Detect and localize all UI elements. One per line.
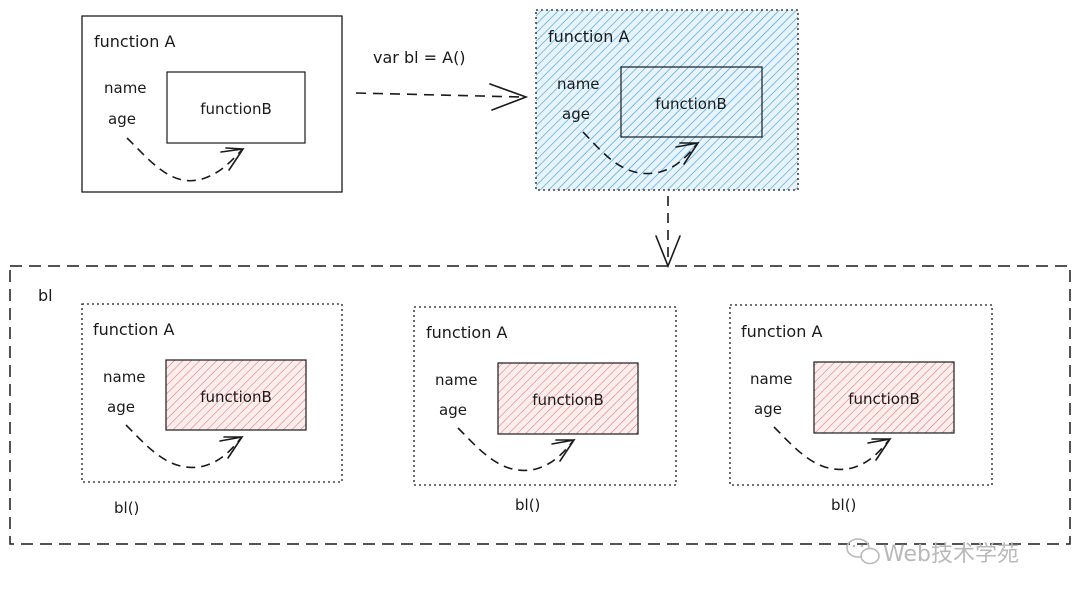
instance-inner-function-label: functionB xyxy=(532,391,604,409)
instance-scope-arrowhead xyxy=(219,435,244,459)
instance-frame xyxy=(729,304,993,486)
source-var-name: name xyxy=(104,79,147,97)
instantiate-connector xyxy=(655,196,681,269)
instance-scope-arrow xyxy=(125,424,242,469)
returned-inner-function-label: functionB xyxy=(655,95,727,113)
source-inner-function-label: functionB xyxy=(200,100,272,118)
instance-var-name: name xyxy=(103,368,146,386)
wechat-icon xyxy=(846,538,880,565)
source-function-box: function A name age functionB xyxy=(81,15,343,193)
returned-scope-arrow xyxy=(582,131,698,175)
instance-scope-arrow xyxy=(773,426,890,471)
instance-inner-function-box xyxy=(165,359,307,431)
instance-frame xyxy=(413,306,677,486)
assignment-arrow-line xyxy=(355,92,523,98)
instance-var-age: age xyxy=(439,401,467,419)
source-scope-arrowhead xyxy=(220,147,245,171)
returned-function-title: function A xyxy=(548,27,629,46)
instance-inner-function-box xyxy=(813,361,955,434)
assignment-label: var bl = A() xyxy=(373,48,466,67)
instance-1: function A name age functionB bl() xyxy=(81,303,343,517)
returned-inner-function-box xyxy=(620,66,763,138)
instance-3: function A name age functionB bl() xyxy=(729,304,993,514)
returned-function-box: function A name age functionB xyxy=(535,9,799,191)
bl-container-label: bl xyxy=(38,286,53,305)
instance-title: function A xyxy=(426,323,507,342)
instance-scope-arrowhead xyxy=(551,438,576,462)
watermark: Web技术学苑 xyxy=(846,538,1019,567)
instance-call-label: bl() xyxy=(114,499,139,517)
instance-var-name: name xyxy=(750,370,793,388)
source-function-title: function A xyxy=(94,32,175,51)
instance-call-label: bl() xyxy=(831,496,856,514)
returned-var-age: age xyxy=(562,105,590,123)
instance-var-age: age xyxy=(754,400,782,418)
assignment-connector: var bl = A() xyxy=(355,48,529,111)
instance-var-name: name xyxy=(435,371,478,389)
returned-scope-arrowhead xyxy=(675,141,700,165)
bl-container-frame xyxy=(9,265,1071,545)
bl-container: bl xyxy=(9,265,1071,545)
source-scope-arrow xyxy=(126,137,243,182)
instance-scope-arrow xyxy=(457,427,574,472)
source-inner-function-box xyxy=(166,71,306,144)
assignment-arrowhead xyxy=(489,83,529,111)
instance-title: function A xyxy=(741,322,822,341)
returned-var-name: name xyxy=(557,75,600,93)
instance-inner-function-box xyxy=(497,362,639,435)
instance-title: function A xyxy=(93,320,174,339)
instance-call-label: bl() xyxy=(515,496,540,514)
instance-inner-function-label: functionB xyxy=(200,388,272,406)
instance-var-age: age xyxy=(107,398,135,416)
source-var-age: age xyxy=(108,110,136,128)
instance-frame xyxy=(81,303,343,483)
instance-2: function A name age functionB bl() xyxy=(413,306,677,514)
instance-scope-arrowhead xyxy=(867,437,892,461)
watermark-text: Web技术学苑 xyxy=(883,542,1019,567)
instance-inner-function-label: functionB xyxy=(848,390,920,408)
